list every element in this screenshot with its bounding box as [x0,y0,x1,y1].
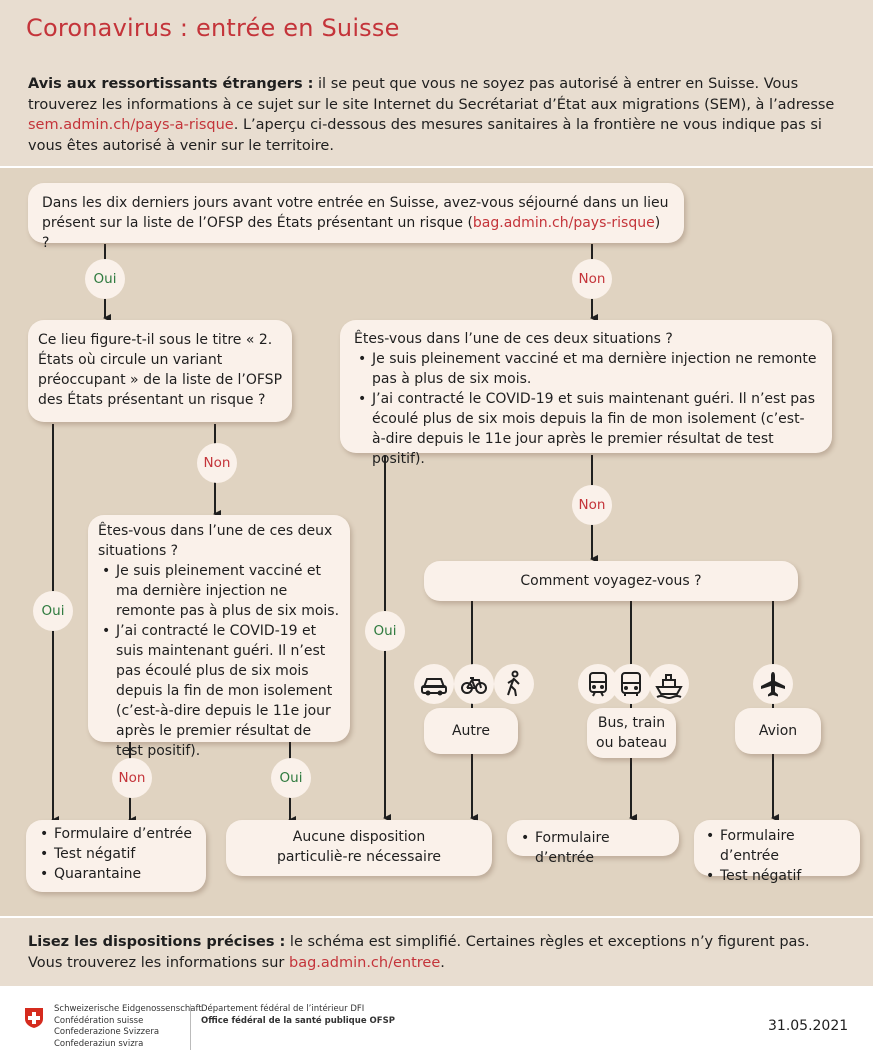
train-icon [578,664,618,704]
confed-rm: Confederaziun svizra [54,1038,144,1049]
q3-item-vaccine: Je suis pleinement vacciné et ma dernièr… [354,349,818,389]
department-block: Département fédéral de l’intérieur DFI O… [201,1004,395,1027]
label-non: Non [197,443,237,483]
label-oui: Oui [365,611,405,651]
bottom-text-1: le schéma est simplifié. Certaines règle… [285,934,810,950]
label-non: Non [572,485,612,525]
q1-text-2: ) ? [42,215,661,251]
question-situations-right: Êtes-vous dans l’une de ces deux situati… [340,320,832,467]
result-4-list: Formulaire d’entrée Test négatif [702,826,852,886]
label-oui: Oui [85,259,125,299]
travel-other: Autre [424,708,518,754]
notice-bold: Avis aux ressortissants étrangers : [28,76,314,92]
label-oui: Oui [271,758,311,798]
travel-plane: Avion [735,708,821,754]
result-form: Formulaire d’entrée [507,820,679,866]
q4-title: Êtes-vous dans l’une de ces deux situati… [98,523,333,559]
travel-question-text: Comment voyagez-vous ? [520,573,702,589]
swiss-flag-icon [24,1007,44,1029]
confed-it: Confederazione Svizzera [54,1027,160,1037]
bus-icon [611,664,651,704]
result-1-item: Quarantaine [36,864,196,884]
result-no-measures: Aucune disposition particuliè-re nécessa… [226,820,492,876]
bottom-band [0,918,873,986]
bag-risk-link[interactable]: bag.admin.ch/pays-risque [472,215,655,231]
q2-text: Ce lieu figure-t-il sous le titre « 2. É… [38,332,283,408]
notice-band [0,56,873,166]
result-4-item: Formulaire d’entrée [702,826,852,866]
bottom-note: Lisez les dispositions précises : le sch… [28,932,848,973]
label-non: Non [572,259,612,299]
q3-title: Êtes-vous dans l’une de ces deux situati… [354,331,673,347]
boat-icon [649,664,689,704]
travel-bus-label: Bus, train ou bateau [596,715,667,751]
result-2-text: Aucune disposition particuliè-re nécessa… [276,829,442,865]
q4-list: Je suis pleinement vacciné et ma dernièr… [98,561,340,761]
car-icon [414,664,454,704]
q4-item-recovered: J’ai contracté le COVID-19 et suis maint… [98,621,340,761]
label-oui: Oui [33,591,73,631]
bicycle-icon [454,664,494,704]
q3-item-recovered: J’ai contracté le COVID-19 et suis maint… [354,389,818,469]
q4-item-vaccine: Je suis pleinement vacciné et ma dernièr… [98,561,340,621]
result-form-test-quarantine: Formulaire d’entrée Test négatif Quarant… [26,820,206,892]
result-1-item: Formulaire d’entrée [36,824,196,844]
publication-date: 31.05.2021 [768,1018,849,1034]
question-variant: Ce lieu figure-t-il sous le titre « 2. É… [28,320,292,422]
confederation-names: Schweizerische Eidgenossenschaft Confédé… [54,1004,202,1050]
result-form-test: Formulaire d’entrée Test négatif [694,820,860,886]
bottom-bold: Lisez les dispositions précises : [28,934,286,950]
footer-divider [190,1004,191,1050]
result-1-list: Formulaire d’entrée Test négatif Quarant… [36,824,196,884]
office-name: Office fédéral de la santé publique OFSP [201,1015,395,1026]
result-3-item: Formulaire d’entrée [517,828,669,868]
notice-text-1: il se peut que vous ne soyez pas autoris… [28,76,835,113]
header-band [0,0,873,56]
label-non: Non [112,758,152,798]
confed-de: Schweizerische Eidgenossenschaft [54,1004,202,1014]
notice-text-2: . L’aperçu ci-dessous des mesures sanita… [28,117,822,154]
confed-fr: Confédération suisse [54,1015,144,1026]
question-travel: Comment voyagez-vous ? [424,561,798,601]
result-4-item: Test négatif [702,866,852,886]
bottom-text-3: . [440,954,445,971]
question-risk-list: Dans les dix derniers jours avant votre … [28,183,684,251]
sem-link[interactable]: sem.admin.ch/pays-a-risque [28,117,234,133]
q3-list: Je suis pleinement vacciné et ma dernièr… [354,349,818,469]
question-situations-left: Êtes-vous dans l’une de ces deux situati… [88,515,350,759]
notice-text: Avis aux ressortissants étrangers : il s… [28,74,848,156]
travel-bus-train-boat: Bus, train ou bateau [587,708,676,758]
department-name: Département fédéral de l’intérieur DFI [201,1004,365,1014]
travel-other-label: Autre [451,723,490,739]
walking-icon [494,664,534,704]
bottom-text-2: Vous trouverez les informations sur [28,954,289,971]
page-title: Coronavirus : entrée en Suisse [26,14,400,42]
result-1-item: Test négatif [36,844,196,864]
bag-entree-link[interactable]: bag.admin.ch/entree [288,954,441,971]
q1-text-1: Dans les dix derniers jours avant votre … [42,195,669,231]
footer [0,986,873,1062]
travel-plane-label: Avion [758,723,798,739]
plane-icon [753,664,793,704]
result-3-list: Formulaire d’entrée [517,828,669,868]
